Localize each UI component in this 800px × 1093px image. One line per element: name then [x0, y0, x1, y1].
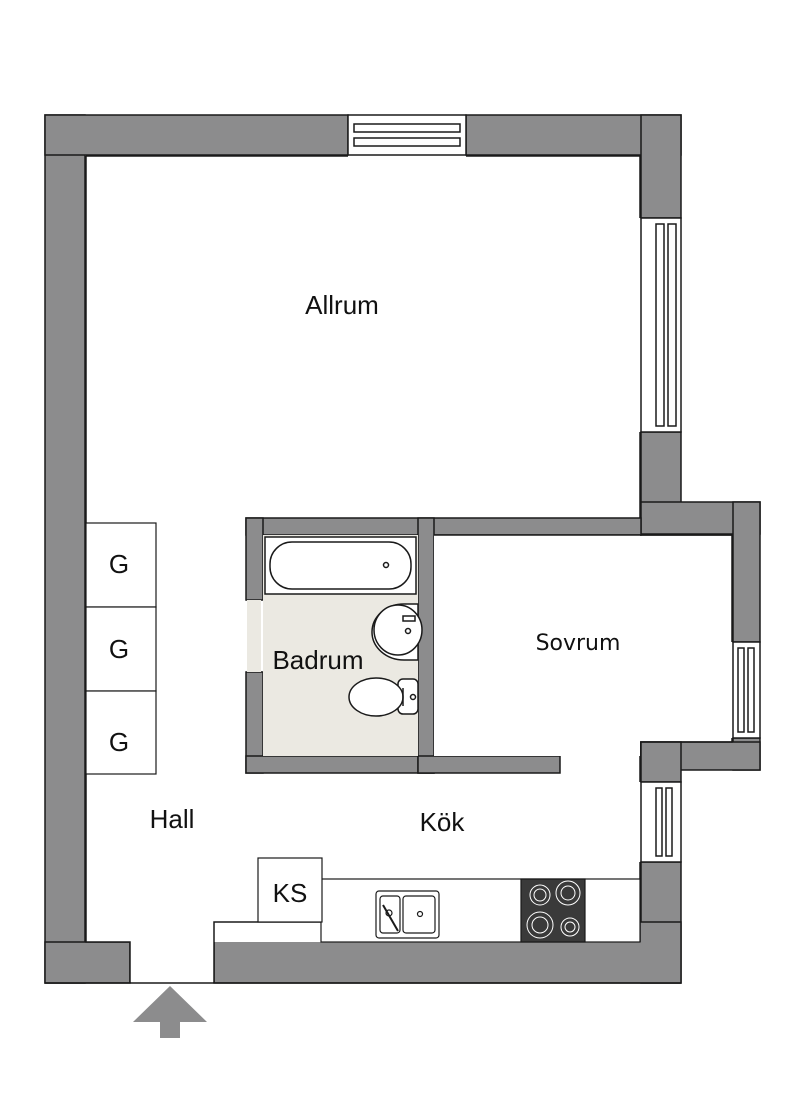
room-label-sovrum: Sovrum	[536, 631, 621, 656]
room-label-allrum: Allrum	[305, 290, 379, 320]
room-label-badrum: Badrum	[272, 645, 363, 675]
bathtub	[264, 536, 417, 595]
room-label-kok: Kök	[420, 807, 466, 837]
interior-floor	[86, 156, 732, 982]
bedroom-floor	[434, 535, 640, 756]
kitchen-counter	[320, 878, 641, 943]
bedroom-floor-extension	[634, 536, 646, 741]
window-right-sovrum	[732, 641, 761, 739]
outer-walls	[44, 114, 761, 984]
wardrobe-label-3: G	[109, 727, 129, 757]
stove	[520, 878, 586, 943]
wardrobe-label-1: G	[109, 549, 129, 579]
sink	[371, 603, 423, 661]
kitchen-sink	[375, 890, 440, 939]
ks-label: KS	[273, 878, 308, 908]
room-label-hall: Hall	[150, 804, 195, 834]
window-top	[347, 114, 467, 156]
wardrobe-label-2: G	[109, 634, 129, 664]
interior-walls	[245, 517, 642, 774]
ks-cabinet	[257, 857, 323, 923]
toilet	[348, 677, 419, 717]
wardrobes	[85, 522, 157, 775]
window-right-allrum	[640, 217, 682, 433]
entrance-arrow-icon	[133, 986, 207, 1038]
window-right-kok	[640, 781, 682, 863]
